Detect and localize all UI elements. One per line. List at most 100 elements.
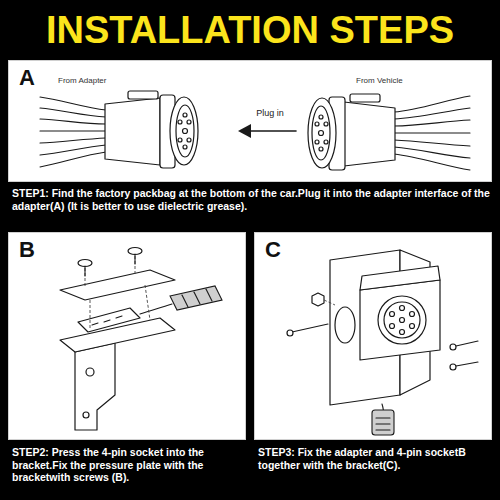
part-label: Plug in [232, 108, 308, 119]
vehicle-connector [344, 102, 395, 166]
bracket-assembly-c [450, 364, 456, 370]
bracket-assembly-c [378, 296, 426, 344]
bracket-assembly-c [390, 324, 395, 329]
vehicle-connector [394, 108, 470, 119]
bracket-assembly-c [400, 318, 405, 323]
vehicle-connector [308, 94, 470, 170]
panel-letter: B [19, 237, 35, 263]
vehicle-connector [308, 98, 336, 168]
bracket-assembly-b [170, 286, 222, 310]
vehicle-connector [319, 131, 324, 136]
adapter-connector [187, 138, 191, 142]
bracket-assembly-b [194, 292, 200, 304]
vehicle-connector [350, 94, 380, 102]
bracket-assembly-b [60, 270, 175, 300]
panel-letter: A [19, 65, 35, 91]
bracket-assembly-c [390, 312, 395, 317]
vehicle-connector [315, 140, 319, 144]
bracket-assembly-c [456, 341, 478, 346]
panel-ground [254, 232, 492, 440]
vehicle-connector [312, 106, 330, 160]
step-text: STEP2: Press the 4-pin socket into the b… [12, 446, 244, 484]
bracket-assembly-c [400, 306, 405, 311]
plug-in-arrow [238, 124, 251, 138]
adapter-connector [183, 113, 187, 117]
bracket-assembly-b [145, 285, 150, 320]
bracket-assembly-c [324, 300, 335, 305]
bracket-assembly-c [376, 417, 390, 418]
adapter-connector [40, 119, 106, 124]
panel-ground [8, 60, 492, 440]
bracket-assembly-c [400, 330, 405, 335]
bracket-assembly-b [206, 289, 212, 301]
panel-ground [8, 232, 246, 440]
bracket-assembly-b [86, 368, 94, 376]
vehicle-connector [319, 147, 323, 151]
vehicle-connector [394, 147, 470, 158]
bracket-assembly-b [75, 343, 115, 430]
vehicle-connector [315, 122, 319, 126]
adapter-connector [40, 91, 198, 168]
bracket-assembly-b [182, 295, 188, 307]
bracket-assembly-c [376, 429, 390, 430]
adapter-connector [178, 138, 182, 142]
bracket-assembly-c [292, 324, 328, 332]
adapter-connector [170, 97, 198, 165]
adapter-connector [40, 138, 106, 143]
vehicle-connector [394, 120, 470, 126]
vehicle-connector [394, 132, 470, 133]
bracket-assembly-c [287, 330, 293, 336]
bracket-assembly-b [92, 323, 98, 325]
bracket-assembly-c [335, 307, 355, 343]
bracket-assembly-b [83, 412, 89, 418]
vehicle-connector [324, 140, 328, 144]
step-panel: C [254, 232, 492, 440]
adapter-connector [40, 130, 106, 131]
bracket-assembly-c [372, 410, 394, 435]
adapter-connector [105, 98, 160, 165]
bracket-assembly-c [456, 362, 478, 366]
bracket-assembly-c [384, 302, 420, 338]
step-text: STEP1: Find the factory packbag at the b… [12, 187, 490, 212]
step-panel: B [8, 232, 246, 440]
adapter-connector [176, 105, 194, 157]
step-text: STEP3: Fix the adapter and 4-pin socketB… [258, 446, 490, 471]
adapter-connector [183, 129, 188, 134]
panel-letter: C [265, 237, 281, 263]
bracket-assembly-b [90, 300, 91, 330]
bracket-assembly-b [140, 304, 172, 314]
bracket-assembly-c [376, 423, 390, 424]
adapter-connector [187, 120, 191, 124]
bracket-assembly-c [410, 324, 415, 329]
plug-in-arrow [248, 130, 296, 132]
adapter-connector [128, 91, 158, 99]
vehicle-connector [319, 115, 323, 119]
adapter-connector [183, 145, 187, 149]
part-label: From Adapter [58, 76, 158, 86]
adapter-connector [40, 108, 106, 117]
vehicle-connector [394, 140, 470, 146]
vehicle-connector [394, 154, 470, 170]
bracket-assembly-c [360, 266, 440, 290]
title-bar: INSTALLATION STEPS [0, 8, 500, 52]
vehicle-connector [324, 122, 328, 126]
bracket-assembly-b [78, 308, 140, 332]
part-label: From Vehicle [356, 76, 456, 86]
bracket-assembly-c [287, 250, 478, 435]
page-title: INSTALLATION STEPS [46, 8, 454, 52]
bracket-assembly-b [134, 254, 135, 264]
adapter-connector [40, 152, 106, 167]
panel-ground [8, 60, 492, 182]
bracket-assembly-b [84, 266, 85, 276]
adapter-connector [178, 120, 182, 124]
bracket-assembly-b [104, 320, 110, 322]
adapter-connector [40, 97, 106, 110]
bracket-assembly-c [360, 280, 440, 360]
bracket-assembly-c [312, 293, 324, 306]
bracket-assembly-b [60, 248, 222, 431]
bracket-assembly-b [116, 316, 122, 318]
plug-in-arrow [238, 124, 296, 138]
bracket-assembly-c [450, 344, 456, 350]
